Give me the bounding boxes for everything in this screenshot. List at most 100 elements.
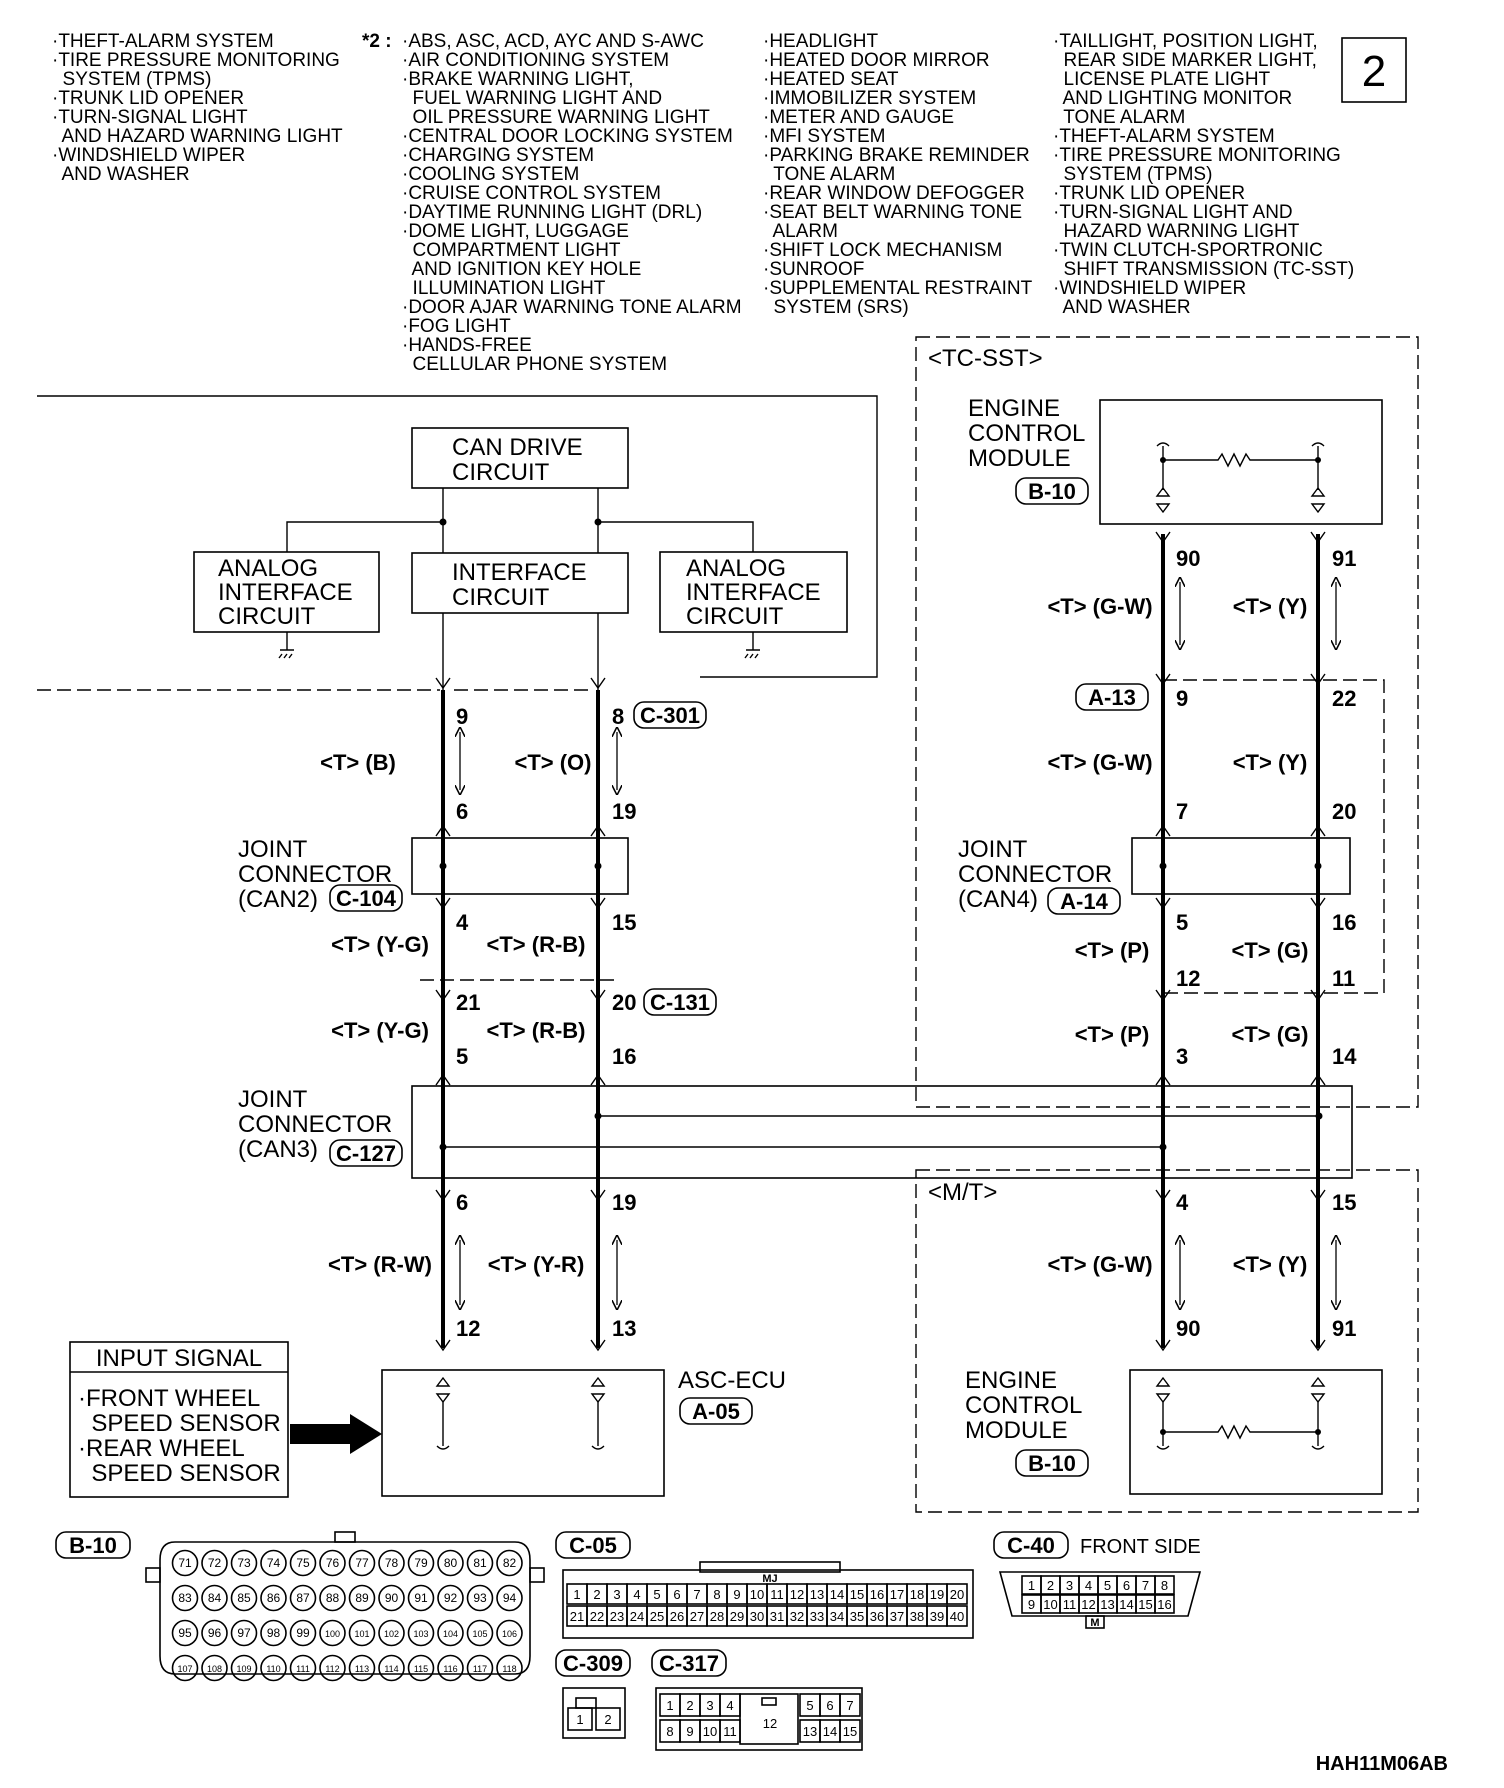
list-col3-line-13: ·SUPPLEMENTAL RESTRAINT (763, 278, 1033, 299)
connector-chevrons-left (435, 677, 606, 1352)
connector-c301: C-301 (640, 703, 700, 728)
list-col2-line-12: AND IGNITION KEY HOLE (402, 259, 641, 280)
list-col2-line-1: ·AIR CONDITIONING SYSTEM (402, 50, 669, 71)
pin-left-b6: 19 (612, 1190, 636, 1215)
c05-pin: 9 (733, 1587, 740, 1602)
b10-pin-circle (437, 1549, 464, 1577)
input-signal-box (69, 1341, 289, 1498)
list-col4-line-14: AND WASHER (1053, 297, 1191, 318)
b10-pin: 75 (296, 1556, 310, 1570)
b10-pin-circle (260, 1584, 287, 1612)
c05-pin: 39 (930, 1609, 944, 1624)
b10-pin-circle (260, 1549, 287, 1577)
c317-pin-cell (839, 1693, 861, 1717)
c05-mark: MJ (762, 1573, 777, 1585)
c05-pin: 29 (730, 1609, 744, 1624)
b10-pin: 116 (443, 1664, 457, 1674)
b10-pin: 100 (325, 1629, 340, 1639)
list-col4-line-1: REAR SIDE MARKER LIGHT, (1053, 50, 1317, 71)
b10-pin: 91 (414, 1591, 428, 1605)
c05-pin: 19 (930, 1587, 944, 1602)
junction-dot (439, 862, 447, 870)
pin-right-a1: 90 (1176, 546, 1200, 571)
c40-pin: 9 (1028, 1597, 1035, 1612)
pin-right-b8: 91 (1332, 1316, 1356, 1341)
pin-right-a8: 90 (1176, 1316, 1200, 1341)
page-number-box (1341, 37, 1407, 103)
c05-pin: 22 (590, 1609, 604, 1624)
analog-right-line-1: INTERFACE (686, 579, 821, 606)
junction-dot (1159, 862, 1167, 870)
c40-pin: 8 (1161, 1578, 1168, 1593)
connector-a14-badge (1047, 887, 1121, 915)
diagram-code: HAH11M06AB (1316, 1753, 1448, 1775)
wire-label-left-seg3-b: <T> (R-B) (487, 1018, 586, 1043)
wire-label-right-seg5-b: <T> (Y) (1233, 1252, 1308, 1277)
list-col3-line-4: ·METER AND GAUGE (763, 107, 954, 128)
can-drive-line-0: CAN DRIVE (452, 434, 583, 461)
b10-pin-circle (171, 1584, 199, 1612)
wire-label-left-seg1-a: <T> (B) (320, 750, 396, 775)
c05-pin: 38 (910, 1609, 924, 1624)
pin-left-a6: 6 (456, 1190, 468, 1215)
b10-pin-circle (289, 1654, 317, 1682)
b10-pin: 103 (413, 1629, 428, 1639)
b10-pin: 109 (236, 1664, 251, 1674)
list-col3-line-0: ·HEADLIGHT (763, 31, 878, 52)
b10-pin-circle (260, 1619, 287, 1647)
pin-left-a1: 9 (456, 704, 468, 729)
b10-pin: 96 (208, 1626, 222, 1640)
c05-pin: 10 (750, 1587, 764, 1602)
c05-pin: 36 (870, 1609, 884, 1624)
asc-ecu-label: ASC-ECU (678, 1367, 786, 1394)
c317-pin-cell (839, 1719, 861, 1743)
connector-a05-badge (679, 1397, 753, 1425)
b10-pin: 79 (414, 1556, 428, 1570)
pin-right-a5: 12 (1176, 966, 1200, 991)
wire-label-right-seg1-a: <T> (G-W) (1047, 594, 1152, 619)
c40-pin: 4 (1085, 1578, 1092, 1593)
list-col1-line-4: ·TURN-SIGNAL LIGHT (52, 107, 248, 128)
b10-pin: 77 (355, 1556, 369, 1570)
c40-pin-cell (1154, 1594, 1175, 1614)
list-col2-line-11: COMPARTMENT LIGHT (402, 240, 621, 261)
c05-pin: 12 (790, 1587, 804, 1602)
analog-left-line-2: CIRCUIT (218, 603, 316, 630)
list-col3-line-6: ·PARKING BRAKE REMINDER (763, 145, 1030, 166)
can-drive-line-1: CIRCUIT (452, 459, 550, 486)
c05-pin: 37 (890, 1609, 904, 1624)
b10-pin-circle (407, 1549, 435, 1577)
list-col2-line-3: FUEL WARNING LIGHT AND (402, 88, 662, 109)
connector-view-c317-badge (651, 1649, 727, 1677)
pin-left-b4: 20 (612, 990, 636, 1015)
asc-ecu-box (381, 1369, 665, 1497)
wire-label-left-seg3-a: <T> (Y-G) (331, 1018, 429, 1043)
system-list-col1: ·THEFT-ALARM SYSTEM ·TIRE PRESSURE MONIT… (52, 31, 343, 185)
list-col2-line-4: OIL PRESSURE WARNING LIGHT (402, 107, 710, 128)
wire-label-left-seg2-b: <T> (R-B) (487, 932, 586, 957)
c40-pin-cell (1154, 1575, 1175, 1595)
input-signal-title: INPUT SIGNAL (96, 1345, 262, 1372)
pin-left-a2: 6 (456, 799, 468, 824)
connector-c127-badge (329, 1139, 403, 1167)
list-col2-line-13: ILLUMINATION LIGHT (402, 278, 606, 299)
connector-view-c317-label: C-317 (659, 1651, 719, 1676)
b10-pin-circle (378, 1584, 405, 1612)
connector-c131: C-131 (650, 990, 710, 1015)
ecm-bottom-terminator (1155, 1376, 1326, 1450)
c05-pin: 23 (610, 1609, 624, 1624)
connector-view-c309-label: C-309 (563, 1651, 623, 1676)
c40-pin: 3 (1066, 1578, 1073, 1593)
signal-arrow-icon (290, 1414, 382, 1454)
b10-pin: 90 (385, 1591, 399, 1605)
b10-pin: 80 (444, 1556, 458, 1570)
list-col3-line-5: ·MFI SYSTEM (763, 126, 885, 147)
connector-view-b10-badge (55, 1531, 131, 1559)
list-col3-line-11: ·SHIFT LOCK MECHANISM (763, 240, 1002, 261)
list-col2-line-9: ·DAYTIME RUNNING LIGHT (DRL) (402, 202, 702, 223)
pin-left-a7: 12 (456, 1316, 480, 1341)
analog-right-line-2: CIRCUIT (686, 603, 784, 630)
b10-pin: 92 (444, 1591, 458, 1605)
b10-pin: 83 (178, 1591, 192, 1605)
